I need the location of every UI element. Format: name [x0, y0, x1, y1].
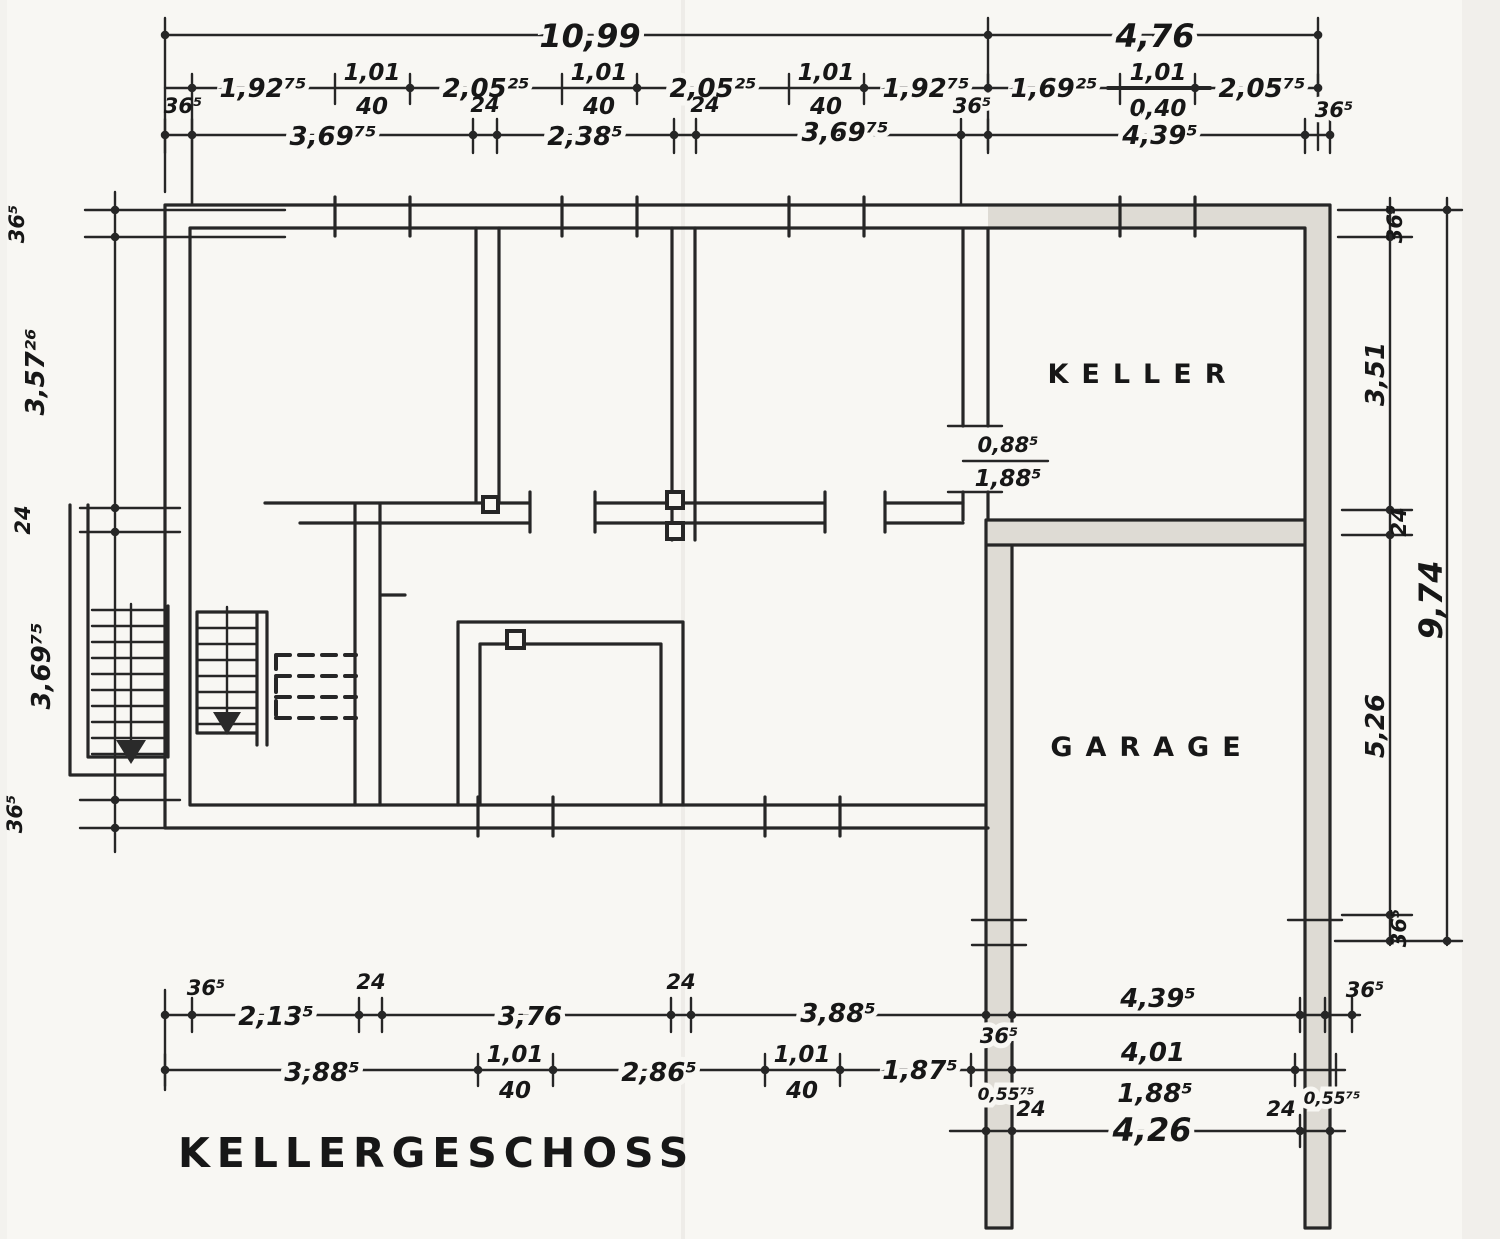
dim-label: 5,26 — [1361, 694, 1391, 758]
dim-label: 3,76 — [498, 1002, 562, 1032]
dim-label: 2,05⁷⁵ — [1219, 74, 1306, 104]
dim-row-top-walls: 36⁵ 3,69⁷⁵ 24 2,38⁵ 24 3,69⁷⁵ 36⁵ 4,39⁵ … — [160, 89, 1358, 207]
dim-label: 1,01 — [1130, 60, 1187, 86]
dim-label: 24 — [1016, 1097, 1045, 1121]
interior-stair — [195, 605, 269, 747]
dim-label: 36⁵ — [1346, 978, 1384, 1002]
dim-label: 4,76 — [1115, 17, 1195, 55]
dim-row-bottom-walls: 36⁵ 2,13⁵ 24 3,76 24 3,88⁵ 36⁵ 4,39⁵ 36⁵ — [160, 970, 1384, 1092]
dim-label: 9,74 — [1412, 561, 1450, 640]
dim-label: 0,55⁷⁵ — [1304, 1089, 1361, 1109]
dim-label: 0,40 — [1130, 96, 1187, 122]
dim-label: 3,69⁷⁵ — [802, 118, 889, 148]
dim-row-bottom-windows: 3,88⁵ 1,01 40 2,86⁵ 1,01 40 1,87⁵ 0,55⁷⁵… — [160, 1038, 1365, 1114]
stair-down-arrow-icon — [213, 712, 241, 735]
dim-label: 4,39⁵ — [1119, 984, 1196, 1014]
dim-label: 40 — [355, 94, 388, 120]
dim-label: 4,26 — [1112, 1111, 1192, 1149]
dim-label: 3,88⁵ — [284, 1058, 360, 1088]
interior-walls — [263, 226, 965, 807]
room-label-garage: GARAGE — [1050, 732, 1253, 763]
dim-label: 36⁵ — [187, 976, 225, 1000]
dim-label: 36⁵ — [164, 94, 202, 118]
window-marks — [333, 195, 1197, 838]
outer-walls — [163, 203, 1332, 1230]
dim-label: 1,92⁷⁵ — [883, 74, 970, 104]
dim-label: 1,92⁷⁵ — [220, 74, 307, 104]
dim-label: 3,51 — [1361, 342, 1391, 406]
dim-label: 36⁵ — [1315, 98, 1353, 122]
dim-label: 24 — [470, 93, 499, 117]
column-icon — [481, 495, 500, 514]
column-icon — [505, 629, 526, 650]
dim-label: 24 — [666, 970, 695, 994]
dim-label: 1,69²⁵ — [1011, 74, 1098, 104]
dim-label: 3,69⁷⁵ — [27, 623, 57, 710]
dim-row-top-windows: 1,92⁷⁵ 1,01 40 2,05²⁵ 1,01 40 2,05²⁵ 1,0… — [163, 60, 1323, 207]
dim-label: 10,99 — [539, 17, 640, 55]
dim-column-left: 36⁵ 3,57²⁶ 24 3,69⁷⁵ 36⁵ — [3, 190, 287, 854]
column-symbols — [481, 490, 685, 650]
dim-label: 1,01 — [774, 1042, 831, 1068]
dim-column-right: 36⁵ 3,51 24 5,26 36⁵ 9,74 — [970, 196, 1464, 947]
dim-label: 40 — [498, 1078, 531, 1104]
dim-label: 40 — [785, 1078, 818, 1104]
column-icon — [665, 490, 685, 510]
dashed-stair-above — [274, 653, 358, 720]
wall-shading — [986, 206, 1330, 1228]
exterior-stair — [68, 503, 170, 777]
dim-label: 36⁵ — [953, 94, 991, 118]
dim-label: 1,01 — [487, 1042, 544, 1068]
dim-label: 0,88⁵ — [977, 433, 1038, 457]
stair-down-arrow-icon — [116, 740, 146, 764]
dim-label: 4,39⁵ — [1121, 121, 1198, 151]
column-icon — [665, 521, 685, 541]
dim-label: 2,05²⁵ — [443, 74, 530, 104]
dim-label: 40 — [582, 94, 615, 120]
dim-label: 2,13⁵ — [238, 1002, 314, 1032]
dim-row-top-overall: 10,99 4,76 — [160, 12, 1323, 194]
dim-label: 3,57²⁶ — [21, 329, 51, 416]
dim-label: 1,88⁵ — [975, 466, 1042, 492]
dim-label: 36⁵ — [1383, 205, 1407, 243]
dim-label: 24 — [1387, 507, 1411, 536]
dim-label: 24 — [690, 93, 719, 117]
dim-label: 1,01 — [571, 60, 628, 86]
dim-label: 4,01 — [1120, 1038, 1185, 1068]
dim-label: 36⁵ — [3, 795, 27, 833]
dim-label: 24 — [356, 970, 385, 994]
dim-label: 36⁵ — [980, 1024, 1018, 1048]
dim-label: 1,88⁵ — [1117, 1079, 1193, 1109]
dim-label: 1,87⁵ — [882, 1056, 958, 1086]
dim-label: 24 — [11, 505, 35, 534]
dim-keller-door: 0,88⁵ 1,88⁵ — [946, 424, 1050, 494]
dim-label: 36⁵ — [1387, 909, 1411, 947]
dim-label: 2,86⁵ — [621, 1058, 697, 1088]
dim-label: 2,38⁵ — [547, 122, 623, 152]
dim-label: 2,05²⁵ — [670, 74, 757, 104]
dim-label: 3,88⁵ — [800, 999, 876, 1029]
dim-label: 0,55⁷⁵ — [978, 1085, 1035, 1105]
dim-label: 40 — [809, 94, 842, 120]
drawing-title: KELLERGESCHOSS — [178, 1129, 695, 1177]
dim-label: 24 — [1266, 1097, 1295, 1121]
dim-label: 1,01 — [798, 60, 855, 86]
dim-label: 36⁵ — [5, 205, 29, 243]
dim-label: 3,69⁷⁵ — [290, 122, 377, 152]
dim-label: 1,01 — [344, 60, 401, 86]
room-label-keller: KELLER — [1047, 359, 1238, 390]
dim-row-garage-door: 24 4,26 24 — [948, 1097, 1347, 1154]
